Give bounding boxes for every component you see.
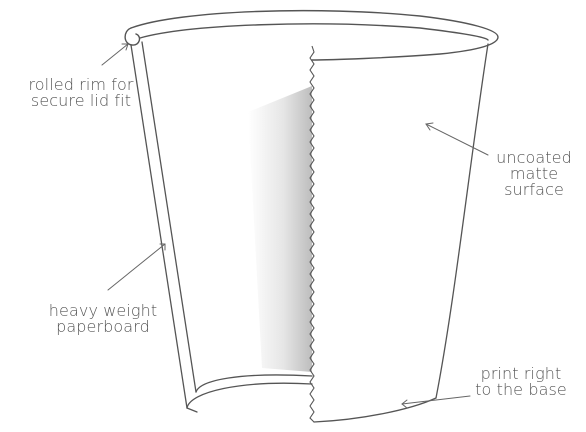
print-to-base-label-line-2: to the base: [466, 382, 576, 398]
rolled-rim-label-line-2: secure lid fit: [6, 93, 156, 109]
matte-surface-label-line-3: surface: [484, 182, 584, 198]
cup-base: [187, 375, 312, 408]
surface-leader: [426, 124, 488, 155]
rolled-rim: [125, 11, 498, 60]
paperboard-leader: [108, 244, 165, 290]
interior-shadow: [248, 86, 312, 372]
cup-right-wall: [314, 44, 488, 422]
paperboard-label: heavy weight paperboard: [18, 303, 188, 335]
rolled-rim-label: rolled rim for secure lid fit: [6, 77, 156, 109]
rim-leader: [102, 44, 128, 65]
print-to-base-label: print right to the base: [466, 366, 576, 398]
matte-surface-label: uncoated matte surface: [484, 150, 584, 198]
paperboard-label-line-2: paperboard: [18, 319, 188, 335]
